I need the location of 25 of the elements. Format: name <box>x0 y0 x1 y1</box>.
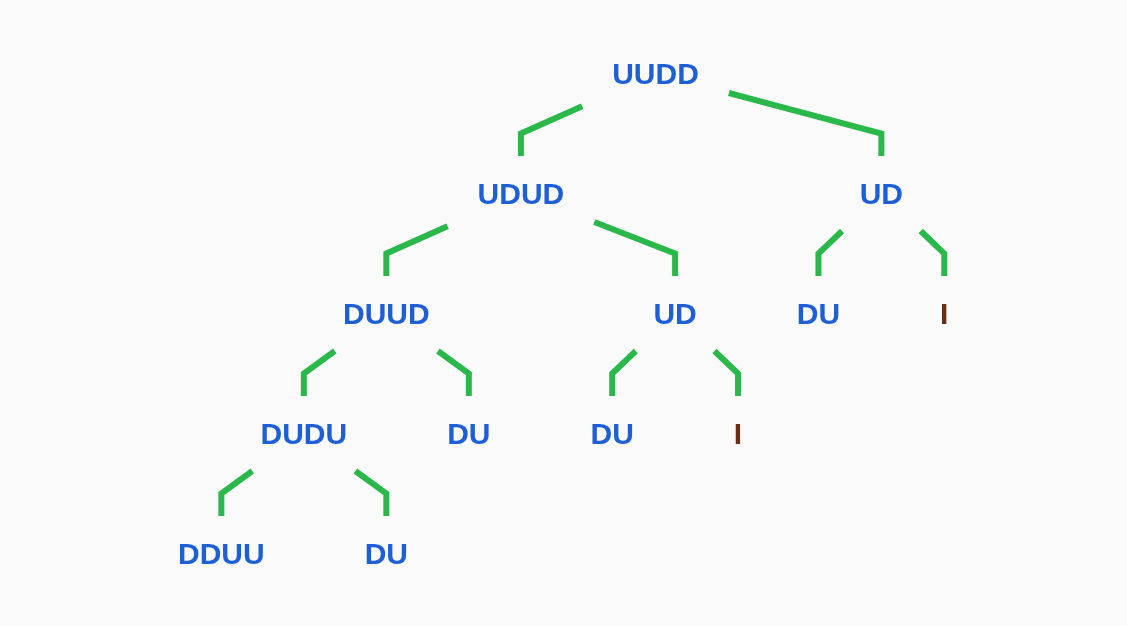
connector <box>436 348 473 396</box>
node-text: DU <box>447 416 491 450</box>
connector <box>815 228 845 276</box>
node-text: UUDD <box>612 56 700 90</box>
node-text: UDUD <box>477 176 565 210</box>
connector <box>218 468 255 516</box>
connector <box>518 102 584 156</box>
node-text: DUUD <box>343 296 430 330</box>
connector <box>728 89 885 156</box>
node-text: UD <box>859 176 904 210</box>
node-text: DU <box>590 416 635 450</box>
node-text: DU <box>797 296 841 330</box>
node-text: I <box>734 416 743 450</box>
node-text: DU <box>364 536 409 570</box>
connector <box>353 468 390 516</box>
node-text: I <box>940 296 949 330</box>
connector <box>301 348 337 396</box>
node-text: DUDU <box>260 416 348 450</box>
connector <box>918 228 948 276</box>
connector <box>383 222 450 276</box>
node-text: DDUU <box>178 536 265 570</box>
connector <box>593 218 679 276</box>
connector <box>609 348 639 396</box>
connector <box>712 348 742 396</box>
node-text: UD <box>653 296 698 330</box>
